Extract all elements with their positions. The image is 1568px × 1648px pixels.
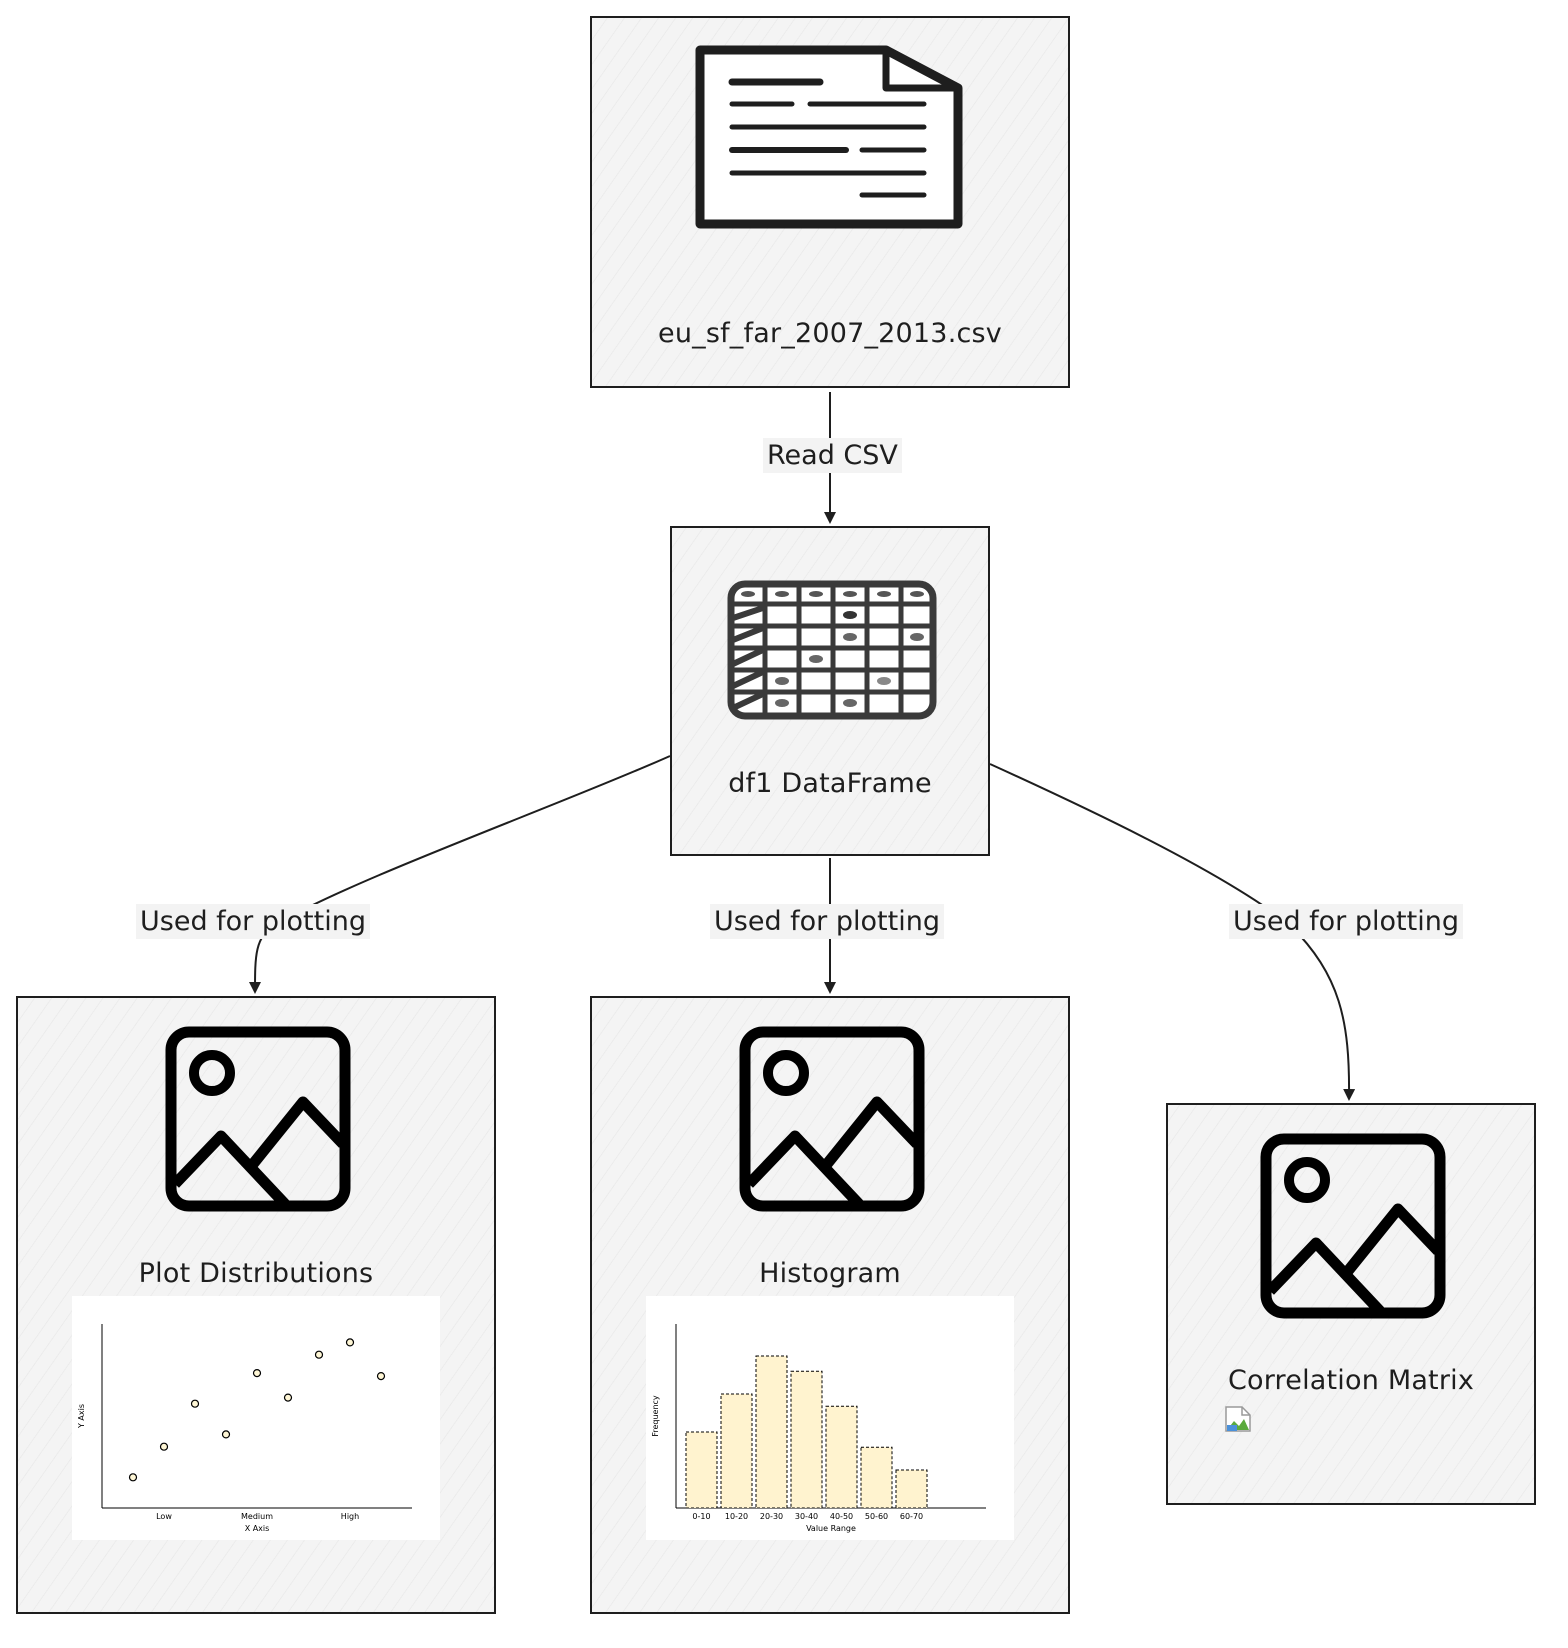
histogram-label: Histogram [759,1258,901,1289]
image-icon [739,1026,925,1212]
edge-label-correlation-matrix: Used for plotting [1229,904,1463,939]
edge-label-plot-distributions: Used for plotting [136,904,370,939]
scatter-point-3 [190,1399,200,1408]
histogram-bar-7 [895,1469,928,1509]
histogram-tick-3: 20-30 [760,1512,783,1521]
histogram-bar-3 [755,1355,788,1509]
scatter-y-axis-label: Y Axis [77,1404,86,1429]
broken-image-icon [1225,1406,1251,1432]
plot-distributions-label: Plot Distributions [138,1258,374,1289]
scatter-point-8 [345,1338,355,1347]
document-icon [695,45,963,229]
dataframe-label: df1 DataFrame [728,768,932,799]
histogram-tick-7: 60-70 [900,1512,923,1521]
histogram-bar-6 [860,1446,893,1509]
histogram-thumbnail: Value Range Frequency 0-10 10-20 20-30 30-4… [646,1296,1014,1540]
histogram-bar-5 [825,1405,858,1509]
scatter-point-1 [128,1473,138,1482]
table-icon [727,580,937,720]
scatter-point-6 [283,1393,293,1402]
histogram-node[interactable]: Histogram Value Range Frequency 0-10 10-2… [590,996,1070,1614]
edge-label-read-csv: Read CSV [763,438,902,473]
histogram-tick-5: 40-50 [830,1512,853,1521]
edge-to-plot-distributions [249,755,671,994]
scatter-point-7 [314,1350,324,1359]
histogram-bar-4 [790,1370,823,1509]
scatter-point-4 [221,1430,231,1439]
scatter-point-2 [159,1442,169,1451]
csv-file-node[interactable]: eu_sf_far_2007_2013.csv [590,16,1070,388]
histogram-tick-6: 50-60 [865,1512,888,1521]
scatter-x-axis-label: X Axis [245,1524,270,1533]
scatter-tick-high: High [341,1512,359,1521]
scatter-point-9 [376,1371,386,1381]
correlation-matrix-node[interactable]: Correlation Matrix [1166,1103,1536,1505]
histogram-tick-4: 30-40 [795,1512,818,1521]
hist-x-axis-label: Value Range [806,1524,856,1533]
histogram-tick-1: 0-10 [692,1512,710,1521]
image-icon [165,1026,351,1212]
hist-y-axis-label: Frequency [651,1395,660,1437]
correlation-matrix-label: Correlation Matrix [1227,1365,1475,1396]
scatter-tick-medium: Medium [241,1512,273,1521]
histogram-tick-2: 10-20 [725,1512,748,1521]
csv-file-label: eu_sf_far_2007_2013.csv [658,318,1002,349]
scatter-plot-thumbnail: Low Medium High X Axis Y Axis [72,1296,440,1540]
histogram-bar-1 [685,1431,718,1509]
scatter-tick-low: Low [156,1512,172,1521]
scatter-point-5 [252,1368,262,1378]
histogram-bar-2 [720,1393,753,1509]
plot-distributions-node[interactable]: Plot Distributions Low Medium High X Axi… [16,996,496,1614]
edge-label-histogram: Used for plotting [710,904,944,939]
dataframe-node[interactable]: df1 DataFrame [670,526,990,856]
image-icon [1260,1133,1446,1319]
